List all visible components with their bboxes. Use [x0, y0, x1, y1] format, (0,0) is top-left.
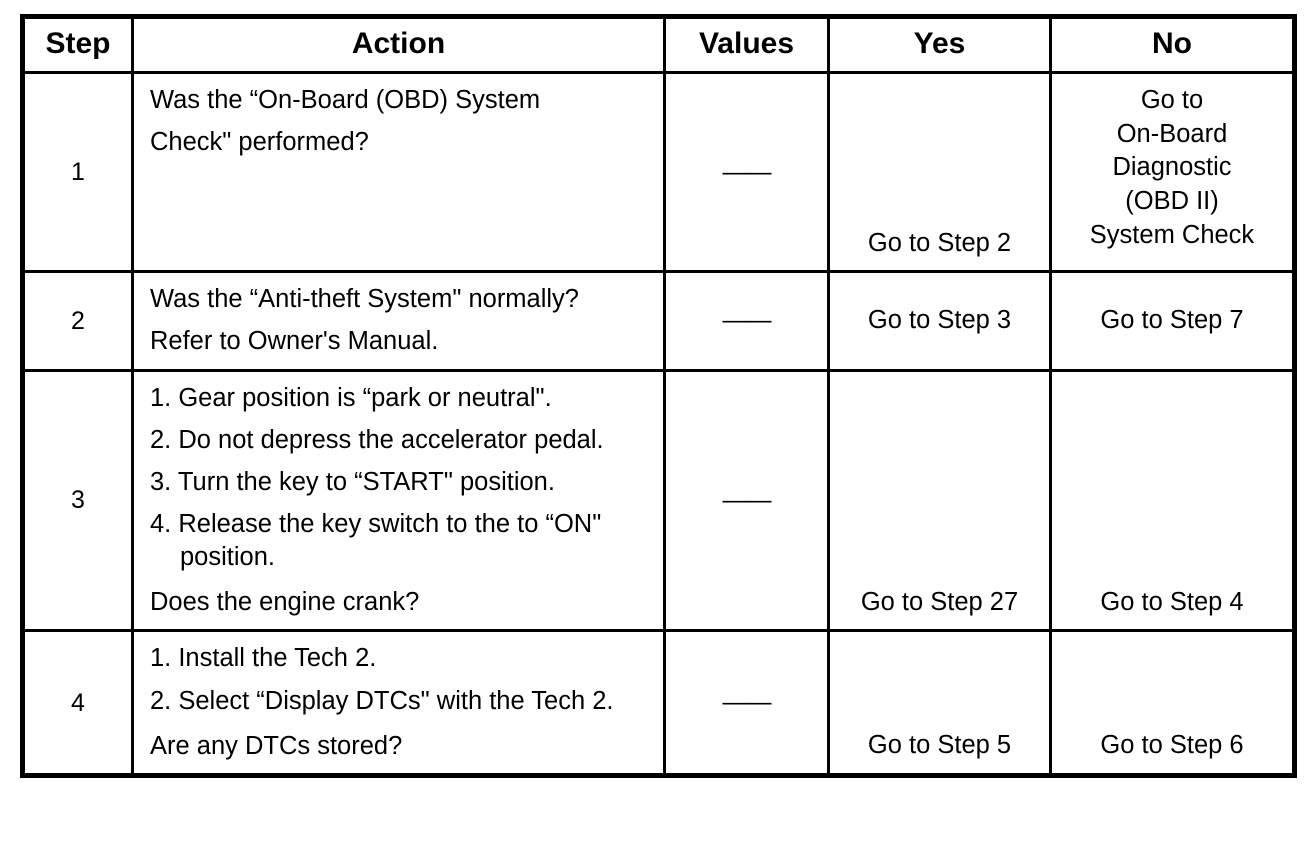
header-row: Step Action Values Yes No — [21, 15, 1296, 74]
column-header-yes: Yes — [827, 15, 1052, 74]
action-step-item: 1. Gear position is “park or neutral". — [150, 383, 552, 412]
step-number-cell: 4 — [21, 629, 134, 777]
action-question: Are any DTCs stored? — [150, 731, 403, 760]
action-step-item: 1. Install the Tech 2. — [150, 644, 377, 673]
table-body: 1 Was the “On-Board (OBD) System Check" … — [21, 70, 1296, 777]
action-step-item: 2. Select “Display DTCs" with the Tech 2… — [150, 686, 614, 715]
values-cell: —— — [663, 629, 830, 777]
no-branch-line: (OBD II) — [1125, 186, 1219, 215]
action-question: Does the engine crank? — [150, 588, 420, 617]
table-row: 3 1. Gear position is “park or neutral".… — [21, 368, 1296, 633]
yes-branch-cell: Go to Step 3 — [827, 270, 1052, 372]
values-cell: —— — [663, 270, 830, 372]
yes-branch-cell: Go to Step 2 — [827, 70, 1052, 274]
action-text-line: Refer to Owner's Manual. — [150, 327, 439, 356]
column-header-values: Values — [663, 15, 830, 74]
values-cell: —— — [663, 368, 830, 633]
action-text-line: Check" performed? — [150, 128, 369, 157]
action-step-item: 2. Do not depress the accelerator pedal. — [150, 425, 604, 454]
action-text-line: Was the “On-Board (OBD) System — [150, 86, 541, 114]
no-branch-cell: Go to On-Board Diagnostic (OBD II) Syste… — [1049, 70, 1296, 274]
no-branch-cell: Go to Step 7 — [1049, 270, 1296, 372]
action-step-list: 1. Install the Tech 2. 2. Select “Displa… — [150, 642, 655, 717]
no-branch-line: Diagnostic — [1112, 153, 1232, 182]
values-dash: —— — [722, 688, 772, 717]
no-branch-cell: Go to Step 4 — [1049, 368, 1296, 633]
action-cell: 1. Install the Tech 2. 2. Select “Displa… — [131, 629, 666, 777]
table-row: 1 Was the “On-Board (OBD) System Check" … — [21, 70, 1296, 274]
no-branch-line: Go to — [1140, 86, 1204, 114]
table-row: 2 Was the “Anti-theft System" normally? … — [21, 270, 1296, 372]
column-header-action: Action — [131, 15, 666, 74]
no-branch-cell: Go to Step 6 — [1049, 629, 1296, 777]
step-number-cell: 2 — [21, 270, 134, 372]
cell-spacer — [150, 168, 655, 260]
step-number-cell: 3 — [21, 368, 134, 633]
diagnostic-table: Step Action Values Yes No 1 Was the “On-… — [20, 14, 1297, 778]
values-cell: —— — [663, 70, 830, 274]
values-dash: —— — [722, 157, 772, 186]
action-text-line: Was the “Anti-theft System" normally? — [150, 285, 579, 314]
action-step-item: 4. Release the key switch to the to “ON"… — [150, 509, 602, 572]
action-step-list: 1. Gear position is “park or neutral". 2… — [150, 382, 655, 575]
step-number-cell: 1 — [21, 70, 134, 274]
values-dash: —— — [722, 306, 772, 335]
no-branch-line: System Check — [1089, 220, 1255, 249]
yes-branch-cell: Go to Step 27 — [827, 368, 1052, 633]
no-branch-lines: Go to On-Board Diagnostic (OBD II) Syste… — [1058, 84, 1286, 252]
table-row: 4 1. Install the Tech 2. 2. Select “Disp… — [21, 629, 1296, 777]
column-header-step: Step — [21, 15, 134, 74]
column-header-no: No — [1049, 15, 1296, 74]
no-branch-line: On-Board — [1116, 119, 1228, 148]
action-cell: Was the “On-Board (OBD) System Check" pe… — [131, 70, 666, 274]
yes-branch-cell: Go to Step 5 — [827, 629, 1052, 777]
action-cell: Was the “Anti-theft System" normally? Re… — [131, 270, 666, 372]
table-header: Step Action Values Yes No — [21, 15, 1296, 74]
action-cell: 1. Gear position is “park or neutral". 2… — [131, 368, 666, 633]
action-step-item: 3. Turn the key to “START" position. — [150, 467, 555, 496]
values-dash: —— — [722, 485, 772, 514]
